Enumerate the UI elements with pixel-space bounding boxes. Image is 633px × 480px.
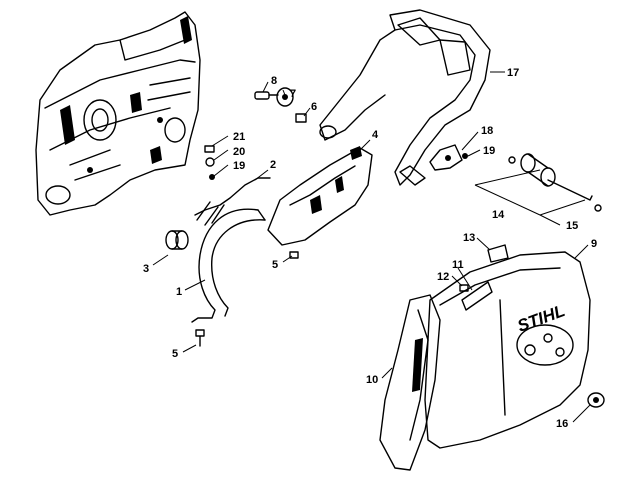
hand-guard: [319, 9, 491, 186]
callout-5-left: 5: [172, 348, 178, 360]
callout-16: 16: [556, 418, 568, 430]
callout-19-left: 19: [233, 160, 245, 172]
callout-6: 6: [311, 101, 317, 113]
callout-15: 15: [566, 220, 578, 232]
callout-17: 17: [507, 67, 519, 79]
callout-18: 18: [481, 125, 493, 137]
callout-10: 10: [366, 374, 378, 386]
crankcase-housing: [35, 11, 201, 216]
callout-11: 11: [452, 259, 464, 271]
callout-20: 20: [233, 146, 245, 158]
callout-13: 13: [463, 232, 475, 244]
lever-parts: [429, 144, 468, 171]
screw-left: [195, 329, 205, 347]
callout-4: 4: [372, 129, 379, 141]
leader-lines: [152, 81, 591, 423]
brake-housing: [267, 146, 373, 246]
chain-catcher-strip: [379, 294, 441, 471]
callout-labels: 1 2 3 4 5 5 6 7 8 9 10 11 12 13 14 15 16…: [143, 67, 597, 430]
brake-spring: [194, 177, 271, 226]
stihl-logo: STIHL: [515, 301, 568, 336]
callout-1: 1: [176, 286, 182, 298]
callout-2: 2: [270, 159, 276, 171]
bolt-assembly: [474, 153, 602, 226]
small-fasteners-left: [204, 145, 215, 180]
cover-nut: [587, 392, 605, 408]
sleeve: [165, 230, 189, 250]
callout-12: 12: [437, 271, 449, 283]
adjuster-parts: [254, 87, 307, 123]
callout-3: 3: [143, 263, 149, 275]
brake-band: [191, 208, 266, 323]
callout-14: 14: [492, 209, 505, 221]
callout-9: 9: [591, 238, 597, 250]
callout-8: 8: [271, 75, 277, 87]
callout-19-right: 19: [483, 145, 495, 157]
callout-5-mid: 5: [272, 259, 278, 271]
small-cover-parts: [459, 244, 509, 311]
callout-21: 21: [233, 131, 245, 143]
callout-7: 7: [290, 88, 296, 100]
